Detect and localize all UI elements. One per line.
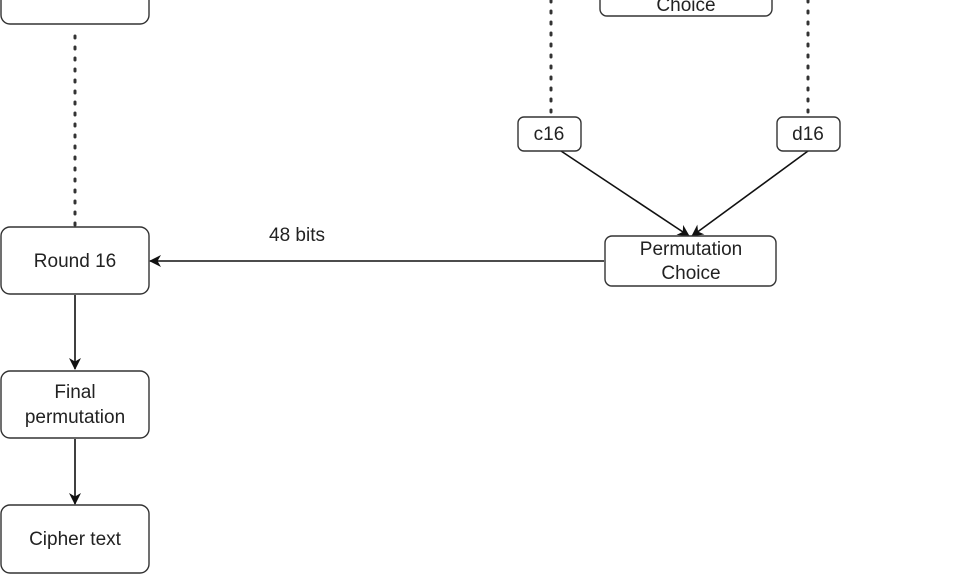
node-label: Cipher text (29, 529, 122, 550)
node-d16: d16 (776, 116, 841, 152)
node-label: d16 (792, 124, 824, 145)
edge-label-48-bits: 48 bits (269, 225, 325, 246)
arrow-d16-to-permutation-choice (691, 150, 809, 237)
node-label-line-2: Choice (661, 263, 720, 284)
node-label: c16 (534, 124, 565, 145)
node-permutation-choice: Permutation Choice (604, 235, 777, 287)
node-cipher-text: Cipher text (0, 504, 150, 574)
node-permutation-choice-top: Choice (599, 0, 773, 17)
node-label-line-1: Permutation (640, 239, 742, 260)
node-round-16: Round 16 (0, 226, 150, 295)
node-label: Choice (656, 0, 715, 16)
arrow-c16-to-permutation-choice (560, 150, 690, 237)
node-top-left-partial (0, 0, 150, 25)
node-c16: c16 (517, 116, 582, 152)
node-label-line-2: permutation (25, 407, 125, 428)
node-final-permutation: Final permutation (0, 370, 150, 439)
node-label: Round 16 (34, 251, 116, 272)
node-label-line-1: Final (54, 382, 95, 403)
